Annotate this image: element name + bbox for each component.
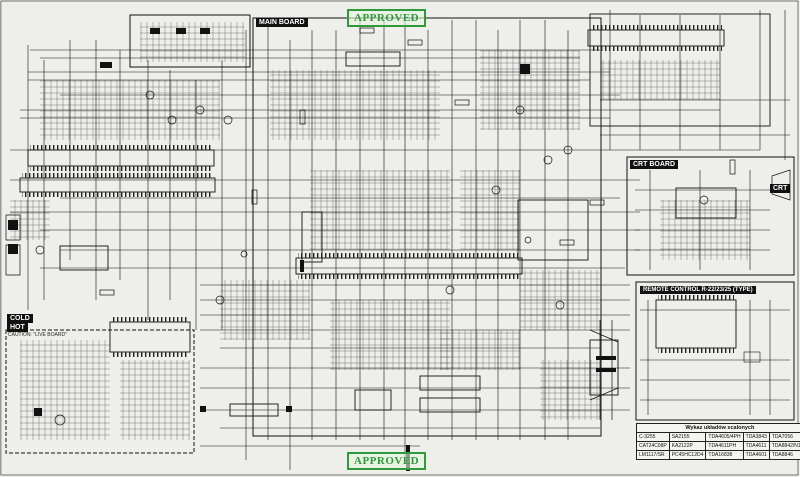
table-cell: TDA4611 <box>742 441 770 451</box>
table-cell: C-3255 <box>636 432 670 442</box>
table-cell: TDA4611PH <box>705 441 744 451</box>
caution-label: CAUTION: "LIVE BOARD" <box>8 332 67 338</box>
cold-label: COLD <box>7 314 33 323</box>
table-cell: TDA3843 <box>742 432 770 442</box>
main-board-label: MAIN BOARD <box>256 18 308 27</box>
table-cell: TDA7056 <box>768 432 800 442</box>
table-cell: LM1117/SR <box>636 450 670 460</box>
approved-stamp-bottom: APPROVED <box>347 452 427 470</box>
table-cell: SA2155 <box>668 432 707 442</box>
table-cell: TDA4601 <box>742 450 770 460</box>
approved-stamp-top: APPROVED <box>347 9 427 27</box>
parts-table-title: Wykaz układów scalonych <box>636 423 800 433</box>
table-cell: KA2122P <box>668 441 707 451</box>
table-cell: CAT24C08P <box>636 441 670 451</box>
table-cell: PC45HC12D4 <box>668 450 707 460</box>
remote-control-label: REMOTE CONTROL R-22/23/25 (TYPE) <box>640 286 756 294</box>
crt-board-label: CRT BOARD <box>630 160 678 169</box>
table-cell: TDA16838 <box>705 450 744 460</box>
hot-label: HOT <box>7 323 28 332</box>
table-cell: TDA8846 <box>768 450 800 460</box>
table-cell: TDA8842/N1 <box>768 441 800 451</box>
table-cell: TDA4605/4PH <box>705 432 744 442</box>
crt-label: CRT <box>770 184 791 193</box>
